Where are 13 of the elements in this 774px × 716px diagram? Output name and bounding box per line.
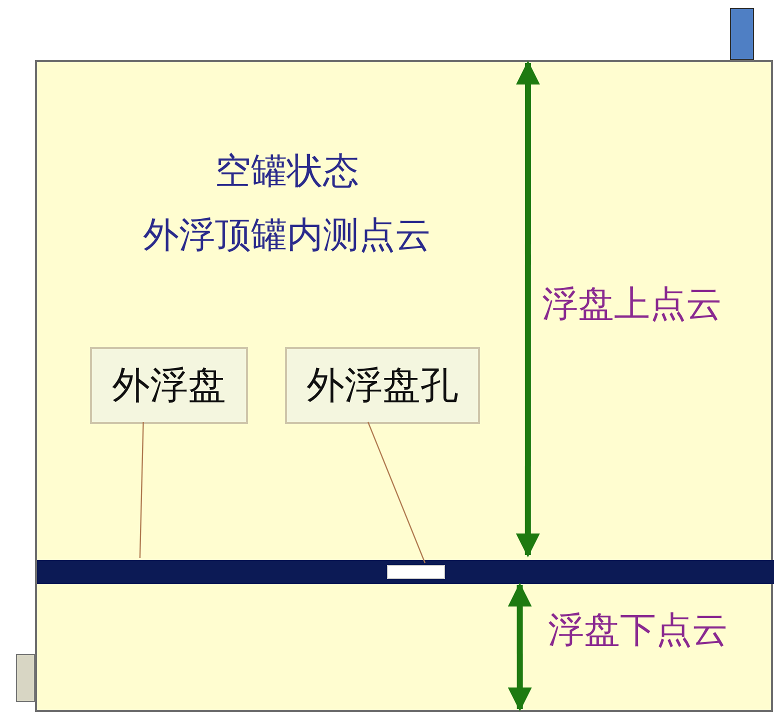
edge-label: 浮盘下点云 — [548, 609, 728, 653]
edge-label: 浮盘上点云 — [542, 283, 722, 327]
tank-title: 空罐状态 — [215, 150, 359, 194]
double-arrow — [516, 60, 540, 558]
leader-line — [139, 422, 144, 558]
leader-line — [367, 422, 426, 564]
tank-outline — [35, 60, 773, 712]
callout-box: 外浮盘 — [90, 347, 248, 424]
floating-deck-bar — [37, 560, 774, 584]
double-arrow — [508, 582, 532, 712]
tank-title: 外浮顶罐内测点云 — [143, 214, 431, 258]
deck-hole — [387, 565, 445, 579]
callout-box: 外浮盘孔 — [285, 347, 480, 424]
